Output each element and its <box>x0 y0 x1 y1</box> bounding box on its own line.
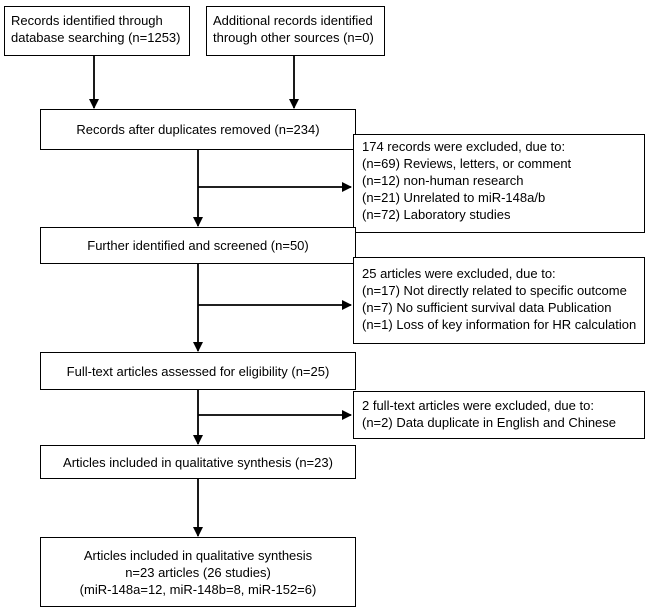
box-text: (n=2) Data duplicate in English and Chin… <box>362 415 617 430</box>
box-text: 174 records were excluded, due to: <box>362 139 566 154</box>
box-text: Further identified and screened (n=50) <box>87 238 309 253</box>
box-text: Records after duplicates removed (n=234) <box>76 122 320 137</box>
box-text: (n=7) No sufficient survival data Public… <box>362 300 612 315</box>
box-text: (n=72) Laboratory studies <box>362 207 511 222</box>
database-search-box: Records identified through database sear… <box>4 6 190 56</box>
exclusion-box-third: 2 full-text articles were excluded, due … <box>353 391 645 439</box>
exclusion-box-first: 174 records were excluded, due to: (n=69… <box>353 134 645 233</box>
qualitative-box: Articles included in qualitative synthes… <box>40 445 356 479</box>
box-text: Additional records identified <box>213 13 373 28</box>
box-text: 25 articles were excluded, due to: <box>362 266 556 281</box>
box-text: database searching (n=1253) <box>11 30 181 45</box>
box-text: (miR-148a=12, miR-148b=8, miR-152=6) <box>79 582 317 597</box>
final-included-box: Articles included in qualitative synthes… <box>40 537 356 607</box>
box-text: Articles included in qualitative synthes… <box>63 455 333 470</box>
box-text: through other sources (n=0) <box>213 30 374 45</box>
box-text: 2 full-text articles were excluded, due … <box>362 398 594 413</box>
screened-box: Further identified and screened (n=50) <box>40 227 356 264</box>
box-text: (n=12) non-human research <box>362 173 524 188</box>
box-text: Articles included in qualitative synthes… <box>83 548 313 563</box>
box-text: (n=21) Unrelated to miR-148a/b <box>362 190 546 205</box>
after-duplicates-box: Records after duplicates removed (n=234) <box>40 109 356 150</box>
box-text: Records identified through <box>11 13 163 28</box>
box-text: (n=17) Not directly related to specific … <box>362 283 627 298</box>
other-sources-box: Additional records identified through ot… <box>206 6 385 56</box>
box-text: Full-text articles assessed for eligibil… <box>66 364 330 379</box>
fulltext-box: Full-text articles assessed for eligibil… <box>40 352 356 390</box>
box-text: (n=69) Reviews, letters, or comment <box>362 156 572 171</box>
box-text: (n=1) Loss of key information for HR cal… <box>362 317 637 332</box>
box-text: n=23 articles (26 studies) <box>125 565 271 580</box>
exclusion-box-second: 25 articles were excluded, due to: (n=17… <box>353 257 645 344</box>
